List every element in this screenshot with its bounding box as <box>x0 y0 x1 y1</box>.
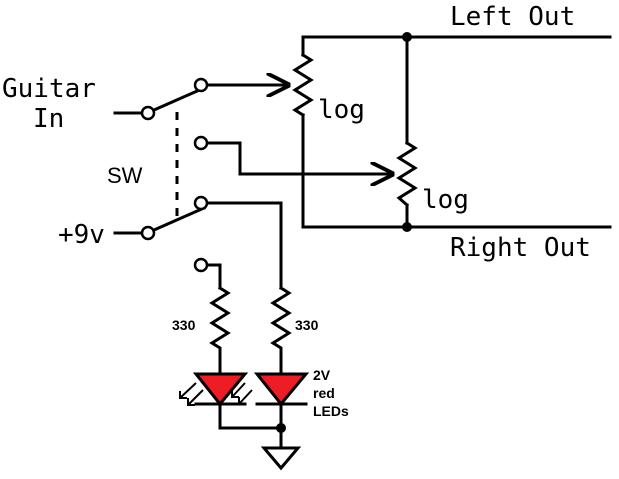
switch-contact-1 <box>193 77 209 93</box>
junction-ground <box>276 423 286 433</box>
led-supply-wire <box>205 201 283 290</box>
ground-symbol <box>260 446 302 471</box>
in-label: In <box>33 104 64 134</box>
resistor-right <box>270 285 292 374</box>
nine-volt-label: +9v <box>58 220 105 250</box>
upper-pot-log-label: log <box>318 95 365 125</box>
switch-blade-upper <box>152 86 206 112</box>
right-out-label: Right Out <box>450 233 591 263</box>
resistor-left-value: 330 <box>172 317 196 333</box>
lower-pot-log-label: log <box>422 185 469 215</box>
led-emission-arrows <box>179 382 253 406</box>
led-left-supply-wire <box>205 263 222 290</box>
left-out-wire <box>301 35 612 57</box>
switch-common-lower <box>140 225 156 241</box>
led-type-label: LEDs <box>313 403 349 419</box>
switch-contact-2 <box>193 135 209 151</box>
switch-label: SW <box>107 163 143 188</box>
left-out-label: Left Out <box>450 2 575 32</box>
junction-right-out <box>402 222 412 232</box>
led-left <box>192 372 249 407</box>
switch-blade-lower <box>152 206 206 232</box>
lower-log-potentiometer <box>396 140 418 208</box>
led-right <box>253 372 310 407</box>
switch-contact-3 <box>193 195 209 211</box>
right-out-wire <box>301 113 612 229</box>
switch-common-upper <box>140 105 156 121</box>
led-voltage-label: 2V <box>313 367 331 383</box>
resistor-left <box>209 285 231 374</box>
resistor-right-value: 330 <box>295 317 319 333</box>
ground-return-wire <box>218 402 283 430</box>
upper-log-potentiometer <box>292 52 314 118</box>
switch-contact-4 <box>193 257 209 273</box>
wiper-wire-lower <box>205 141 392 174</box>
guitar-label: Guitar <box>2 74 96 104</box>
junction-left-out <box>402 32 412 42</box>
led-color-label: red <box>313 385 335 401</box>
